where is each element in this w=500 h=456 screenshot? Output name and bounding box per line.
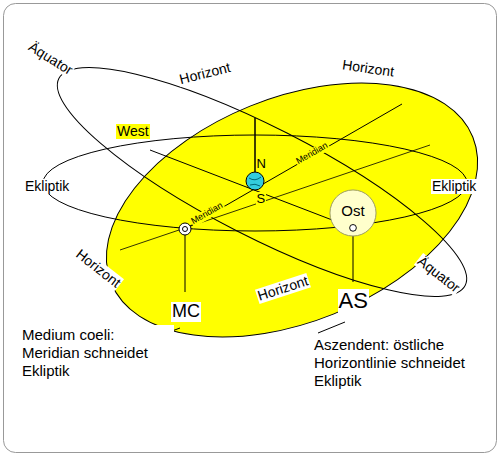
callout-mc: MC [171, 302, 201, 322]
callout-as: AS [338, 289, 369, 313]
pole-label: N [256, 157, 267, 171]
node-text: Ost [341, 202, 364, 219]
ecliptic-label: Ekliptik [24, 179, 70, 194]
east-point-circle: Ost [329, 189, 377, 237]
direction-label: West [116, 124, 150, 139]
pole-label: S [256, 192, 267, 206]
as-note: Aszendent: östliche Horizontlinie schnei… [312, 335, 488, 391]
ecliptic-label: Ekliptik [431, 179, 477, 194]
mc-note: Medium coeli: Meridian schneidet Eklipti… [20, 325, 174, 381]
